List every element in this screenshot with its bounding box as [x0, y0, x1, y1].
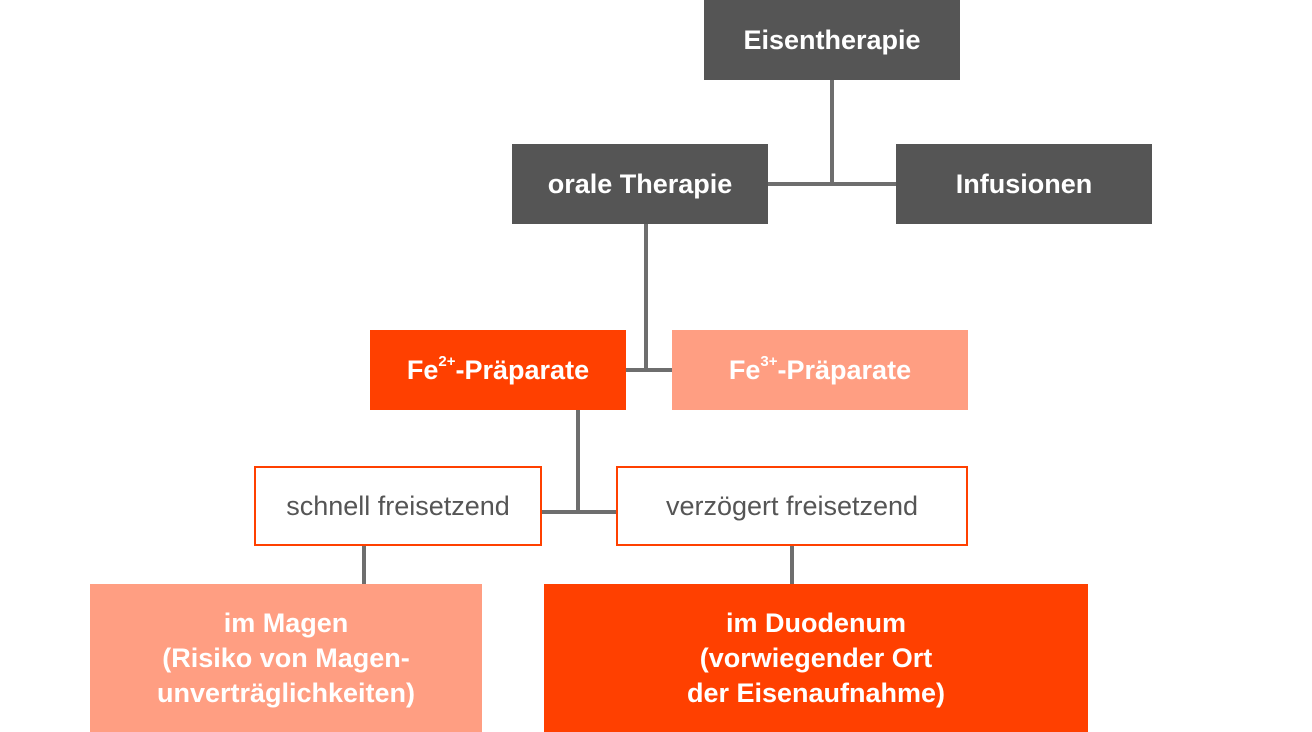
- node-orale-therapie-label: orale Therapie: [547, 168, 733, 199]
- node-im-duodenum-line1: im Duodenum: [726, 607, 906, 638]
- node-eisentherapie: Eisentherapie: [704, 0, 960, 80]
- node-schnell-freisetzend: schnell freisetzend: [254, 466, 542, 546]
- node-eisentherapie-label: Eisentherapie: [743, 24, 921, 55]
- node-im-duodenum-line3: der Eisenaufnahme): [686, 677, 946, 708]
- node-im-duodenum: im Duodenum (vorwiegender Ort der Eisena…: [544, 584, 1088, 732]
- node-fe2-label: Fe2+-Präparate: [406, 352, 590, 385]
- node-im-magen-line3: unverträglichkeiten): [156, 677, 416, 708]
- node-im-magen-line1: im Magen: [223, 607, 349, 638]
- node-infusionen: Infusionen: [896, 144, 1152, 224]
- node-fe3-label: Fe3+-Präparate: [728, 352, 912, 385]
- node-verzoegert-label: verzögert freisetzend: [665, 490, 919, 521]
- node-fe2-praeparate: Fe2+-Präparate: [370, 330, 626, 410]
- node-im-magen-line2: (Risiko von Magen-: [162, 642, 410, 673]
- node-im-magen: im Magen (Risiko von Magen- unverträglic…: [90, 584, 482, 732]
- node-infusionen-label: Infusionen: [955, 168, 1093, 199]
- node-im-duodenum-line2: (vorwiegender Ort: [699, 642, 933, 673]
- node-fe3-praeparate: Fe3+-Präparate: [672, 330, 968, 410]
- node-schnell-label: schnell freisetzend: [286, 490, 510, 521]
- node-verzoegert-freisetzend: verzögert freisetzend: [616, 466, 968, 546]
- node-orale-therapie: orale Therapie: [512, 144, 768, 224]
